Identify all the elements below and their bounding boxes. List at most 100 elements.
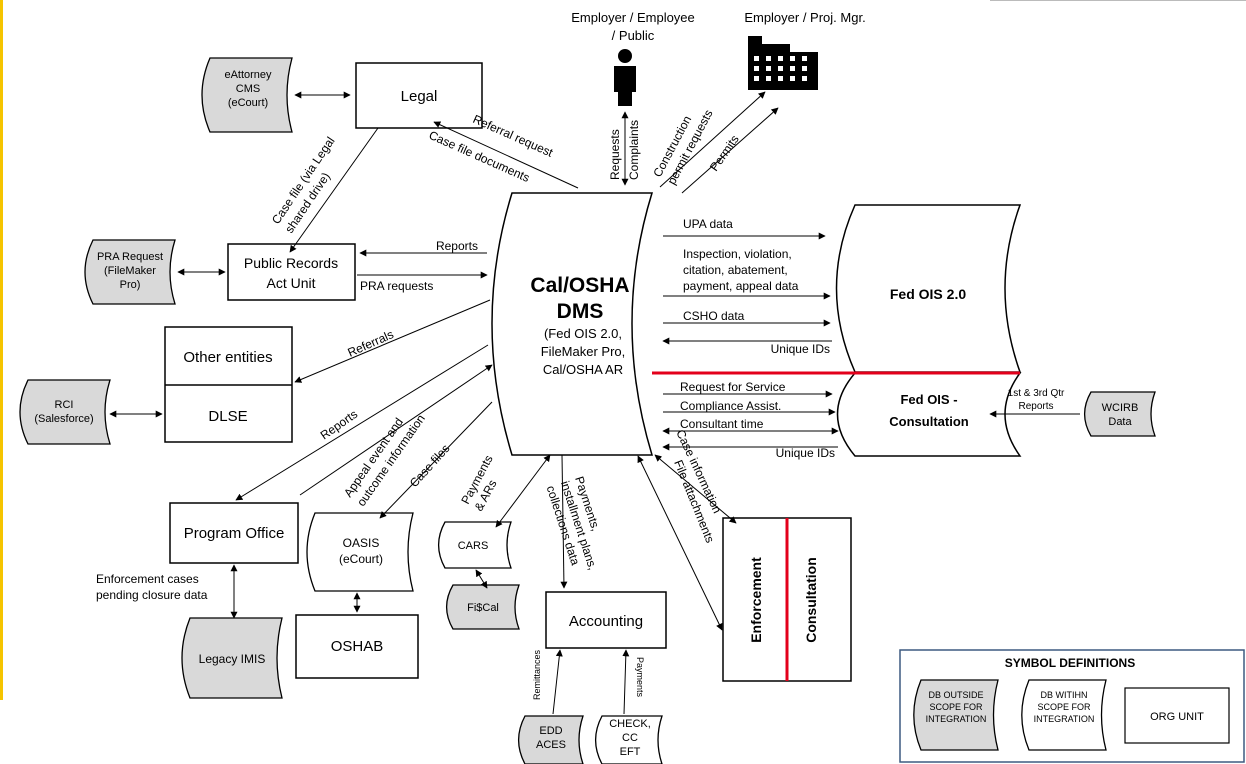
oasis-label: OASIS (eCourt) xyxy=(339,536,383,566)
wcirb-database[interactable] xyxy=(1083,391,1156,437)
legacy-imis-database[interactable] xyxy=(181,617,283,699)
employer-pm-label: Employer / Proj. Mgr. xyxy=(744,10,865,25)
fed-ois-consultation-label: Fed OIS - xyxy=(900,392,957,407)
inspection-label-line: citation, abatement, xyxy=(683,263,788,277)
upa-data-label: UPA data xyxy=(683,217,733,231)
rci-database[interactable] xyxy=(19,379,111,445)
fed-ois-consultation-label: Consultation xyxy=(889,414,968,429)
referrals-arrow xyxy=(294,299,491,383)
fed-ois-consultation-database[interactable] xyxy=(836,372,1022,457)
legend-title: SYMBOL DEFINITIONS xyxy=(1005,656,1135,670)
unique-ids-consult-label: Unique IDs xyxy=(776,446,835,460)
payments-small-label: Payments xyxy=(635,657,645,698)
fiscal-label: Fi$Cal xyxy=(467,602,499,614)
person-icon xyxy=(614,49,636,106)
program-office-box[interactable] xyxy=(169,502,299,564)
edd-aces-database[interactable] xyxy=(517,715,584,764)
oshab-box[interactable] xyxy=(295,614,419,679)
complaints-label-line: Complaints xyxy=(627,120,641,180)
permits-arrow xyxy=(681,107,779,194)
reports-to-program-arrow xyxy=(235,344,489,501)
pra-request-label-line: PRA Request xyxy=(97,251,163,263)
building-window xyxy=(778,66,783,71)
unique-ids-label: Unique IDs xyxy=(771,342,830,356)
enforcement-pending-label: Enforcement cases pending closure data xyxy=(96,572,208,602)
eattorney-label-line: CMS xyxy=(236,83,260,95)
pra-unit-label: Act Unit xyxy=(266,275,315,291)
person-head xyxy=(618,49,632,63)
enforcement-pending-label-line: Enforcement cases xyxy=(96,572,199,586)
inspection-label-line: Inspection, violation, xyxy=(683,247,792,261)
pra-request-label-line: (FileMaker xyxy=(104,265,156,277)
inspection-label-line: payment, appeal data xyxy=(683,279,799,293)
building-window xyxy=(766,56,771,61)
legal-pra-arrow xyxy=(289,127,379,253)
legal-label: Legal xyxy=(401,88,438,105)
legend-org-label: ORG UNIT xyxy=(1150,711,1204,723)
dms-subtitle-line: (Fed OIS 2.0, xyxy=(544,326,622,341)
legend-outside-db[interactable] xyxy=(913,679,999,751)
dms-subtitle-line: Cal/OSHA AR xyxy=(543,362,623,377)
eattorney-database[interactable] xyxy=(201,57,293,133)
building-window xyxy=(754,66,759,71)
other-entities-label: Other entities xyxy=(183,349,272,366)
permits-label: Permits xyxy=(707,132,742,173)
enforcement-pending-label-line: pending closure data xyxy=(96,588,208,602)
pra-request-label-line: Pro) xyxy=(120,279,141,291)
building-window xyxy=(766,66,771,71)
construction-request-arrow xyxy=(659,91,766,188)
remittances-label: Remittances xyxy=(532,649,542,700)
referral-request-arrow xyxy=(433,121,579,189)
legal-box[interactable] xyxy=(355,62,483,129)
fiscal-database[interactable] xyxy=(445,584,520,630)
dms-title: DMS xyxy=(557,300,604,323)
legend-inside-db[interactable] xyxy=(1021,679,1107,751)
reports-pra-label: Reports xyxy=(436,239,478,253)
check-cc-eft-label-line: CC xyxy=(622,732,638,744)
building-window xyxy=(754,56,759,61)
check-cc-eft-database[interactable] xyxy=(594,715,663,764)
complaints-label: Complaints xyxy=(627,120,641,180)
payments-ars-arrow xyxy=(495,454,551,528)
payments-plans-arrow xyxy=(560,454,568,589)
employer-public-label-line: / Public xyxy=(612,28,655,43)
payments-plans-label: Payments,installment plans,collections d… xyxy=(544,475,603,572)
eattorney-label-line: eAttorney xyxy=(224,69,272,81)
program-office-label: Program Office xyxy=(184,525,285,542)
accounting-label: Accounting xyxy=(569,613,643,630)
employer-public-label-line: Employer / Employee xyxy=(571,10,695,25)
requests-label-line: Requests xyxy=(608,129,622,180)
oasis-label-line: (eCourt) xyxy=(339,552,383,566)
referrals-label: Referrals xyxy=(346,327,396,360)
dms-database[interactable] xyxy=(491,192,654,456)
pra-request-database[interactable] xyxy=(84,239,176,305)
wcirb-label-line: WCIRB xyxy=(1102,402,1139,414)
building-icon xyxy=(748,36,818,90)
cars-database[interactable] xyxy=(437,521,512,569)
cars-fiscal-arrow xyxy=(475,569,488,589)
legend-outside-label-line: DB OUTSIDE xyxy=(928,690,983,700)
building-window xyxy=(802,66,807,71)
building-window xyxy=(766,76,771,81)
legend-inside-label-line: DB WITIHN xyxy=(1041,690,1088,700)
building-window xyxy=(802,76,807,81)
case-information-arrow xyxy=(654,454,737,524)
cars-label: CARS xyxy=(458,540,489,552)
oasis-database[interactable] xyxy=(306,512,414,592)
rci-label-line: (Salesforce) xyxy=(34,413,93,425)
legend-outside-label-line: SCOPE FOR xyxy=(929,702,983,712)
pra-requests-label: PRA requests xyxy=(360,279,433,293)
payments-small-arrow xyxy=(622,649,630,715)
building-window xyxy=(802,56,807,61)
remittances-arrow xyxy=(552,649,563,715)
oshab-label: OSHAB xyxy=(331,638,384,655)
pra-unit-box[interactable] xyxy=(227,243,356,301)
building-window xyxy=(790,56,795,61)
oasis-label-line: OASIS xyxy=(343,536,380,550)
legend-org-unit[interactable] xyxy=(1124,687,1230,744)
